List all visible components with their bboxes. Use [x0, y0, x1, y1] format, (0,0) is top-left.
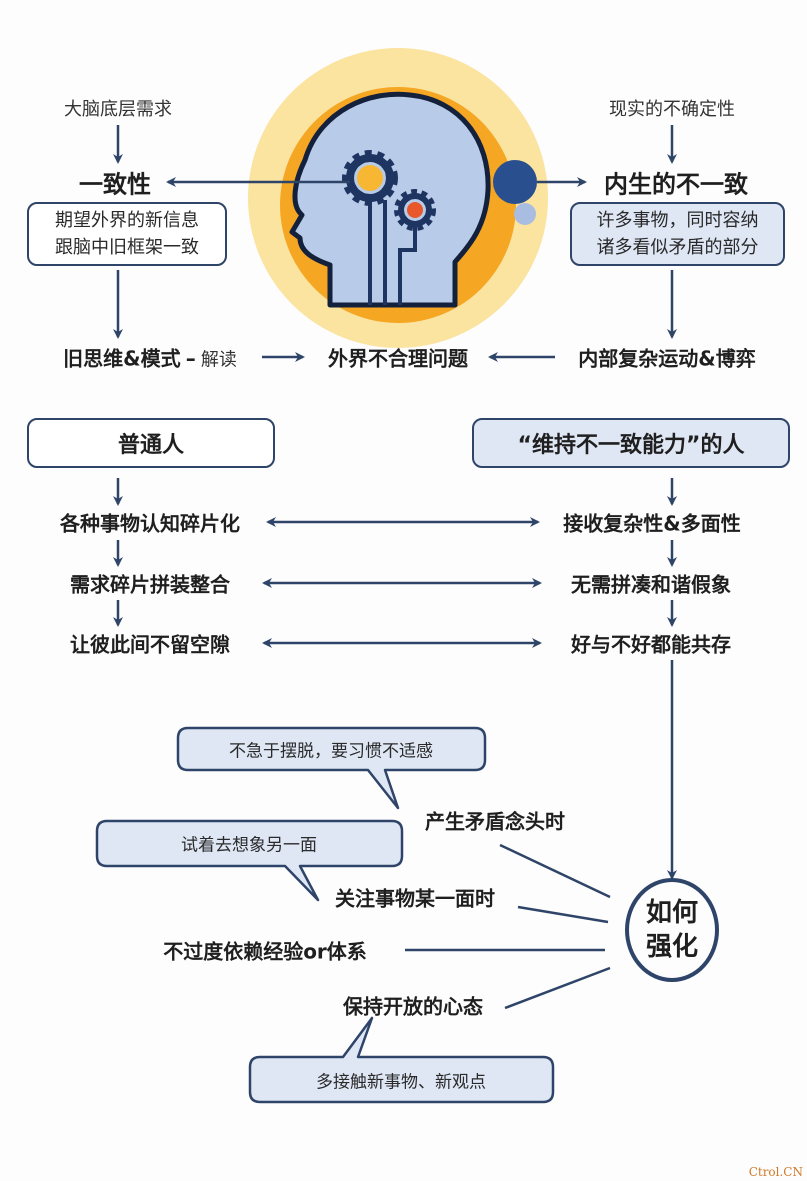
head-profile-icon [289, 91, 491, 308]
bubble-2-text: 试着去想象另一面 [181, 835, 317, 856]
right-box-line: 许多事物，同时容纳 [596, 210, 759, 231]
strengthen-center-label: 如何 强化 [646, 896, 698, 964]
consistency-title: 一致性 [79, 170, 151, 199]
internal-game-label: 内部复杂运动&博弈 [578, 346, 756, 371]
ordinary-person-header: 普通人 [27, 418, 275, 468]
left-box-line: 期望外界的新信息 [55, 210, 199, 231]
strengthen-item-3: 不过度依赖经验or体系 [163, 939, 367, 964]
gear-small-icon [394, 189, 436, 231]
strengthen-item-1: 产生矛盾念头时 [425, 809, 565, 834]
compare-left-1: 各种事物认知碎片化 [60, 511, 240, 536]
compare-left-3: 让彼此间不留空隙 [70, 632, 230, 657]
separator: – [185, 346, 196, 371]
thought-bubble-large [493, 160, 537, 204]
right-source-label: 现实的不确定性 [609, 99, 735, 120]
strengthen-item-4: 保持开放的心态 [343, 994, 483, 1019]
watermark: Ctrol.CN [748, 1165, 803, 1179]
thought-bubble-small [514, 203, 536, 225]
interpret-label: 解读 [200, 349, 237, 371]
left-description-box: 期望外界的新信息 跟脑中旧框架一致 [27, 202, 227, 266]
right-box-line: 诸多看似矛盾的部分 [596, 237, 759, 258]
capable-person-text: “维持不一致能力”的人 [517, 433, 745, 458]
strengthen-circle [625, 878, 719, 982]
brain-head-illustration [248, 48, 548, 348]
bubble-1-shape [176, 726, 487, 810]
left-source-label: 大脑底层需求 [64, 99, 172, 120]
right-description-box: 许多事物，同时容纳 诸多看似矛盾的部分 [570, 202, 785, 266]
compare-right-1: 接收复杂性&多面性 [563, 511, 741, 536]
bubble-3-text: 多接触新事物、新观点 [316, 1072, 486, 1093]
compare-left-2: 需求碎片拼装整合 [70, 572, 230, 597]
compare-right-3: 好与不好都能共存 [571, 632, 731, 657]
inconsistency-title: 内生的不一致 [604, 170, 748, 199]
ordinary-person-text: 普通人 [117, 433, 184, 458]
bubble-2-shape [95, 819, 404, 902]
center-line: 强化 [645, 932, 699, 962]
strengthen-item-2: 关注事物某一面时 [335, 886, 495, 911]
capable-person-header: “维持不一致能力”的人 [472, 418, 790, 468]
external-problem-label: 外界不合理问题 [328, 346, 468, 371]
bubble-1-text: 不急于摆脱，要习惯不适感 [229, 741, 433, 762]
old-thinking-text: 旧思维&模式 [63, 346, 181, 371]
old-thinking-label: 旧思维&模式 – 解读 [63, 343, 237, 372]
bubble-3-shape [248, 1016, 555, 1104]
compare-right-2: 无需拼凑和谐假象 [571, 572, 731, 597]
left-box-line: 跟脑中旧框架一致 [55, 237, 199, 258]
center-line: 如何 [645, 898, 699, 928]
